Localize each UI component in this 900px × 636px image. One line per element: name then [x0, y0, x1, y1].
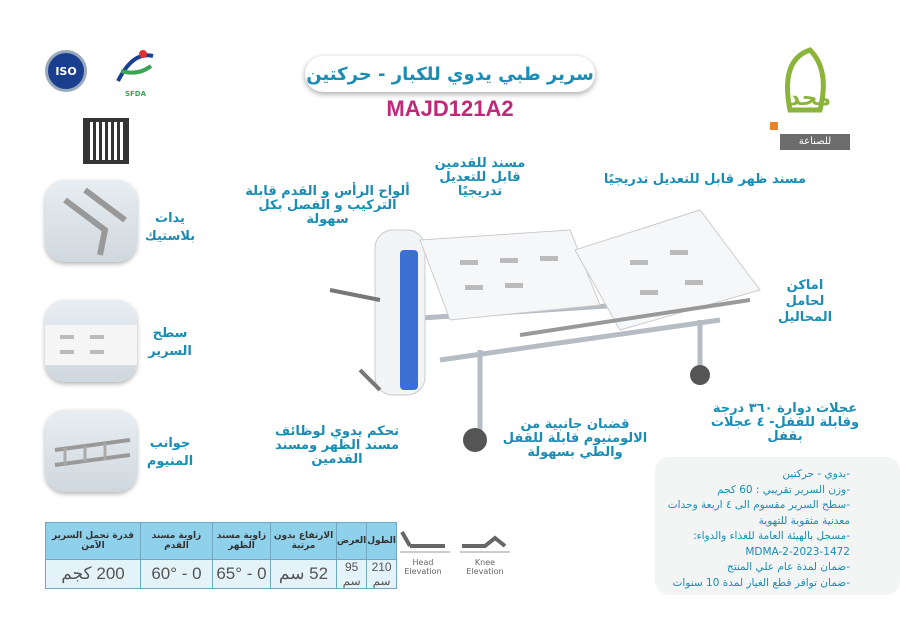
knee-elevation-label: Knee Elevation — [466, 558, 504, 576]
feature-item: -سطح السرير مقسوم الى ٤ اربعة وحدات معدن… — [667, 499, 850, 527]
spec-value: 200 كجم — [45, 559, 141, 589]
features-box: -يدوي - حركتين -وزن السرير تقريبي : 60 ك… — [655, 457, 900, 595]
sfda-label: SFDA — [124, 90, 147, 98]
surface-image — [45, 300, 137, 382]
rails-image — [45, 410, 137, 492]
spec-header: العرض — [335, 522, 368, 560]
callout-manual: تحكم يدوي لوظائف مسند الظهر ومسند القدمي… — [275, 424, 399, 467]
logo-caption: للصناعة — [780, 134, 850, 150]
spec-value: 95 سم — [335, 559, 368, 589]
svg-text:مجد: مجد — [789, 86, 831, 111]
feature-item: -ضمان لمدة عام علي المنتج — [726, 561, 850, 573]
spec-value: 0 - 60° — [140, 559, 213, 589]
callout-wheels: عجلات دوارة ٣٦٠ درجة وقابلة للقفل- ٤ عجل… — [710, 401, 860, 444]
spec-value: 0 - 65° — [212, 559, 271, 589]
surface-label: سطح السرير — [148, 326, 192, 359]
spec-header: زاوية مسند الظهر — [212, 522, 271, 560]
knee-elevation-icon — [460, 535, 510, 553]
qr-code — [83, 118, 129, 164]
spec-header: قدرة تحمل السرير الآمن — [45, 522, 141, 560]
handles-label: يدات بلاستيك — [144, 211, 196, 244]
bed-illustration — [329, 209, 761, 452]
spec-value: 52 سم — [270, 559, 337, 589]
feature-item: MDMA-2-2023-1472 — [745, 545, 850, 558]
handles-image — [45, 180, 137, 262]
majd-logo: مجد للصناعة — [770, 40, 850, 150]
spec-value: 210 سم — [366, 559, 397, 589]
head-elevation-label: Head Elevation — [404, 558, 442, 576]
iso-badge: ISO — [45, 50, 87, 92]
callout-boards: ألواح الرأس و القدم قابلة التركيب و الفص… — [245, 184, 410, 227]
callout-rails: قضبان جانبية من الالومنيوم قابلة للقفل و… — [502, 417, 648, 460]
spec-header: زاوية مسند القدم — [140, 522, 213, 560]
model-number: MAJD121A2 — [386, 96, 514, 121]
sfda-logo: SFDA — [113, 48, 158, 98]
sfda-icon — [116, 50, 154, 82]
feature-item: -وزن السرير تقريبي : 60 كجم — [717, 483, 850, 496]
callout-back-rest: مسند ظهر قابل للتعديل تدريجيًا — [603, 172, 807, 187]
spec-header: الارتفاع بدون مرتبة — [270, 522, 337, 560]
spec-header: الطول — [366, 522, 397, 560]
feature-item: -مسجل بالهيئة العامة للغذاء والدواء: — [693, 530, 850, 542]
head-elevation-icon — [400, 531, 450, 553]
iso-label: ISO — [55, 64, 77, 78]
callout-iv-pole: اماكن لحامل المحاليل — [777, 278, 833, 325]
callout-foot-rest: مسند للقدمين قابل للتعديل تدريجيًا — [434, 156, 526, 199]
page-title: سرير طبي يدوي للكبار - حركتين — [305, 56, 595, 92]
feature-item: -ضمان توافر قطع الغيار لمدة 10 سنوات — [672, 576, 850, 589]
feature-item: -يدوي - حركتين — [782, 468, 850, 480]
rails-label: جوانب المنيوم — [146, 436, 194, 469]
